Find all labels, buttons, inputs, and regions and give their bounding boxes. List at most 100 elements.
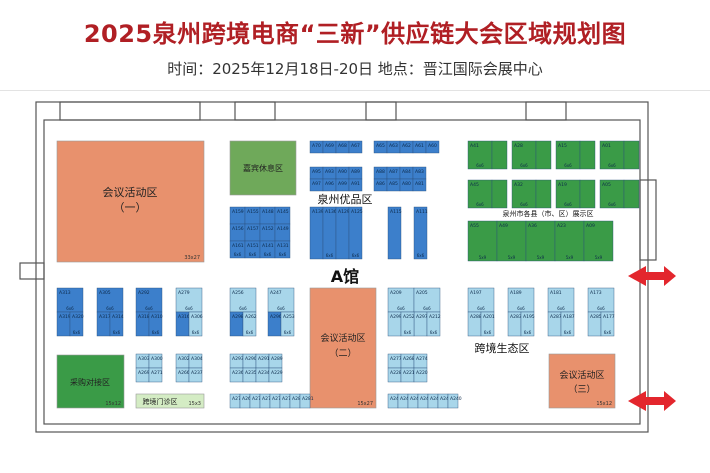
booth: A235 <box>242 367 257 383</box>
booth-size: 6x6 <box>476 202 484 207</box>
zone-label: 会议活动区 <box>320 332 365 344</box>
booth: A298 <box>229 311 244 337</box>
booth-code: A62 <box>402 143 411 149</box>
booth: A240 <box>447 393 462 409</box>
booth-code: A91 <box>351 181 360 187</box>
booth-code: A316 <box>178 314 190 320</box>
booth-size: 6x6 <box>417 253 425 258</box>
booth-code: A159 <box>232 209 244 215</box>
booth-code: A273 <box>232 396 244 402</box>
booth-code: A205 <box>416 290 428 296</box>
zone-conference-1: 会议活动区 （一） 33x27 <box>56 140 205 263</box>
booth-code: A236 <box>232 370 244 376</box>
booth-code: A32 <box>514 182 523 188</box>
booth-code: A304 <box>191 356 203 362</box>
zone-label: 会议活动区 <box>559 369 604 381</box>
booth: A99 <box>335 178 350 192</box>
booth-code: A136 <box>325 209 337 215</box>
booth <box>491 179 508 209</box>
booth-code: A297 <box>416 314 428 320</box>
booth-size: 5x9 <box>508 255 516 260</box>
booth-code: A01 <box>602 143 611 149</box>
booth-code: A85 <box>389 181 398 187</box>
booth-code: A83 <box>415 169 424 175</box>
booth-size: 6x6 <box>404 330 412 335</box>
booth-code: A271 <box>151 370 163 376</box>
zone-vip-lounge: 嘉宾休息区 <box>229 140 297 196</box>
booth-size: 6x6 <box>239 306 247 311</box>
booth: A156 <box>229 223 246 242</box>
booth <box>579 140 596 170</box>
booth-code: A275 <box>252 396 264 402</box>
booth-code: A235 <box>245 370 257 376</box>
booth-code: A67 <box>351 143 360 149</box>
booth: A68 <box>335 140 350 154</box>
booth-code: A45 <box>470 182 479 188</box>
booth-size: 6x6 <box>326 253 334 258</box>
booth-code: A68 <box>338 143 347 149</box>
booth-code: A96 <box>325 181 334 187</box>
booth-code: A28 <box>514 143 523 149</box>
booth: A63 <box>386 140 401 154</box>
booth: A149 <box>274 223 291 242</box>
booth: A80 <box>399 178 414 192</box>
booth-code: A84 <box>402 169 411 175</box>
entrance-arrow-icon <box>628 266 676 286</box>
booth-size: 5x9 <box>566 255 574 260</box>
booth: A148 <box>259 206 276 225</box>
booth: A84 <box>399 166 414 180</box>
booth: A319 <box>56 311 71 337</box>
booth-code: A306 <box>191 314 203 320</box>
booth-code: A242 <box>430 396 442 402</box>
booth-size: 6x6 <box>520 202 528 207</box>
booth: A88 <box>373 166 388 180</box>
booth-code: A276 <box>272 396 284 402</box>
booth: A229 <box>268 367 283 383</box>
booth-size: 6x6 <box>477 306 485 311</box>
booth: A61 <box>412 140 427 154</box>
booth-code: A287 <box>550 314 562 320</box>
booth: A83 <box>412 166 427 180</box>
booth-code: A41 <box>470 143 479 149</box>
booth-code: A229 <box>271 370 283 376</box>
booth: A152 <box>259 223 276 242</box>
booth-code: A36 <box>528 223 537 229</box>
booth-code: A262 <box>245 314 257 320</box>
booth-code: A310 <box>151 314 163 320</box>
booth: A155 <box>244 206 261 225</box>
booth: A316 <box>175 311 190 337</box>
booth-code: A61 <box>415 143 424 149</box>
booth-size: 6x6 <box>604 330 612 335</box>
booth: A299 <box>387 311 402 337</box>
booth-code: A151 <box>247 243 259 249</box>
booth-code: A319 <box>59 314 71 320</box>
zone-size: 15x12 <box>105 401 121 407</box>
booth: A60 <box>425 140 440 154</box>
booth-code: A125 <box>351 209 363 215</box>
booth-code: A241 <box>440 396 452 402</box>
booth: A234 <box>255 367 270 383</box>
booth-code: A149 <box>277 226 289 232</box>
zone-procurement: 采购对接区 15x12 <box>56 354 125 409</box>
zone-size: 33x27 <box>184 255 200 261</box>
booth: A70 <box>309 140 324 154</box>
booth-code: A93 <box>325 169 334 175</box>
booth-code: A266 <box>178 370 190 376</box>
booth-code: A292 <box>138 290 150 296</box>
booth-size: 6x6 <box>520 163 528 168</box>
